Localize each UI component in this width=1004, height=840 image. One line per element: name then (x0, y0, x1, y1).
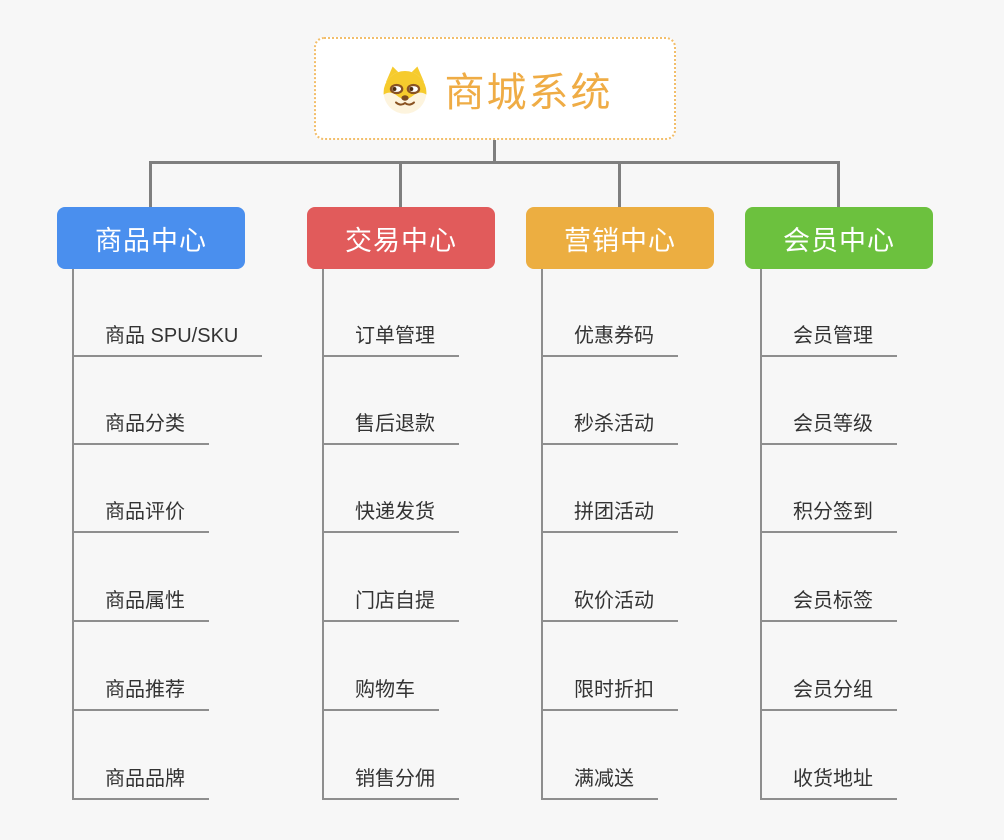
mindmap-item: 售后退款 (322, 411, 459, 445)
connector-horizontal-bar (149, 161, 840, 164)
mindmap-item: 商品属性 (72, 588, 209, 622)
mindmap-item: 商品 SPU/SKU (72, 323, 263, 357)
branch-header: 商品中心 (57, 207, 245, 269)
mindmap-item: 收货地址 (760, 766, 897, 800)
root-node: 商城系统 (314, 37, 676, 140)
branch-trunk (541, 269, 543, 798)
mindmap-item: 销售分佣 (322, 766, 459, 800)
mindmap-item: 快递发货 (322, 499, 459, 533)
mindmap-item: 拼团活动 (541, 499, 678, 533)
mindmap-item: 购物车 (322, 677, 439, 711)
mindmap-item: 商品评价 (72, 499, 209, 533)
root-title: 商城系统 (444, 70, 613, 115)
mindmap-item: 优惠券码 (541, 323, 678, 357)
mindmap-item: 订单管理 (322, 323, 459, 357)
mindmap-item: 满减送 (541, 766, 658, 800)
branch-header: 会员中心 (745, 207, 933, 269)
branch-trade-center: 交易中心 订单管理 售后退款 快递发货 门店自提 购物车 销售分佣 (307, 207, 569, 807)
mindmap-item: 会员管理 (760, 323, 897, 357)
branch-header: 营销中心 (526, 207, 714, 269)
mindmap-item: 会员标签 (760, 588, 897, 622)
branch-marketing-center: 营销中心 优惠券码 秒杀活动 拼团活动 砍价活动 限时折扣 满减送 (526, 207, 788, 807)
mindmap-item: 砍价活动 (541, 588, 678, 622)
connector-drop (149, 163, 152, 207)
dog-icon (378, 64, 432, 114)
mindmap-item: 商品推荐 (72, 677, 209, 711)
mindmap-item: 商品品牌 (72, 766, 209, 800)
connector-drop (618, 163, 621, 207)
branch-header: 交易中心 (307, 207, 495, 269)
branch-member-center: 会员中心 会员管理 会员等级 积分签到 会员标签 会员分组 收货地址 (745, 207, 1004, 807)
branch-product-center: 商品中心 商品 SPU/SKU 商品分类 商品评价 商品属性 商品推荐 商品品牌 (57, 207, 319, 807)
connector-root-stem (493, 140, 496, 163)
mindmap-item: 限时折扣 (541, 677, 678, 711)
branch-trunk (322, 269, 324, 798)
connector-drop (837, 163, 840, 207)
branch-trunk (760, 269, 762, 798)
mindmap-item: 会员分组 (760, 677, 897, 711)
mindmap-item: 门店自提 (322, 588, 459, 622)
branch-trunk (72, 269, 74, 798)
connector-drop (399, 163, 402, 207)
mindmap-item: 积分签到 (760, 499, 897, 533)
mindmap-item: 秒杀活动 (541, 411, 678, 445)
mindmap-item: 商品分类 (72, 411, 209, 445)
mindmap-item: 会员等级 (760, 411, 897, 445)
